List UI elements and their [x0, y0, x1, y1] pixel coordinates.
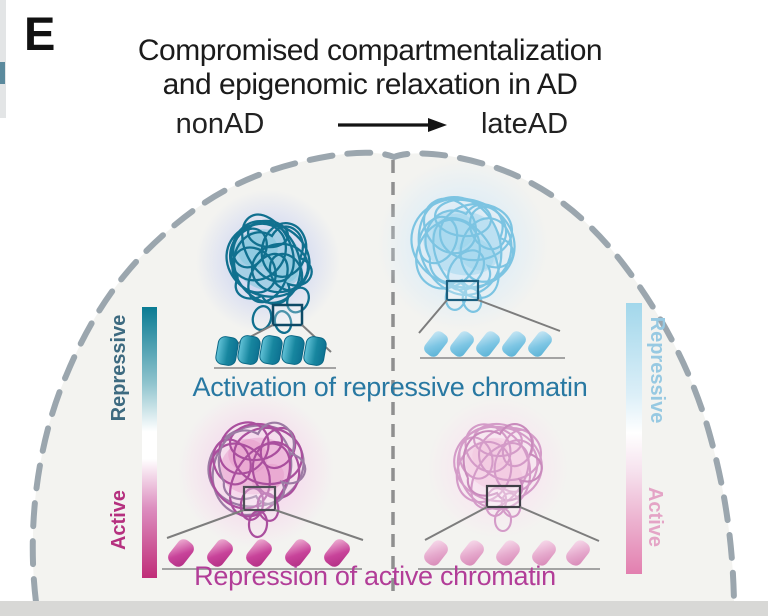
scale-bar-right: [626, 303, 642, 574]
left-edge-artifact: [0, 0, 6, 118]
zoom-fan-lines: [166, 509, 364, 541]
figure-title-line2: and epigenomic relaxation in AD: [162, 68, 578, 101]
scale-label-right-repressive: Repressive: [646, 316, 668, 424]
scale-bar-left: [142, 307, 157, 578]
zoom-fan-lines: [424, 506, 600, 542]
nucleosome-row-active-nonad: [168, 539, 350, 567]
zoom-box-repressive-latead: [445, 279, 480, 302]
nucleosome-row-repressive-latead: [424, 331, 552, 357]
chromatin-active-latead: [418, 398, 600, 570]
zoom-box-active-latead: [485, 484, 522, 509]
figure-title-line1: Compromised compartmentalization: [137, 34, 603, 67]
zoom-box-active-nonad: [242, 485, 277, 512]
nucleosome-row-repressive-nonad: [215, 335, 327, 366]
zoom-fan-lines: [418, 299, 561, 334]
panel-label: E: [24, 7, 56, 60]
chromatin-repressive-latead: [378, 160, 565, 359]
progression-arrow-icon: [336, 116, 448, 134]
zoom-box-repressive-nonad: [271, 303, 304, 327]
stage-label-latead: lateAD: [480, 108, 569, 140]
nucleosome-row-active-latead: [424, 540, 590, 566]
stage-label-nonad: nonAD: [175, 108, 265, 140]
caption-repression-active: Repression of active chromatin: [194, 561, 556, 591]
chromatin-repressive-nonad: [196, 190, 340, 369]
scale-label-left-repressive: Repressive: [108, 314, 130, 422]
caption-activation-repressive: Activation of repressive chromatin: [192, 372, 588, 402]
scale-label-right-active: Active: [644, 486, 666, 548]
bottom-edge-band: [0, 601, 768, 616]
scale-label-left-active: Active: [108, 489, 130, 551]
chromatin-active-nonad: [162, 392, 364, 570]
